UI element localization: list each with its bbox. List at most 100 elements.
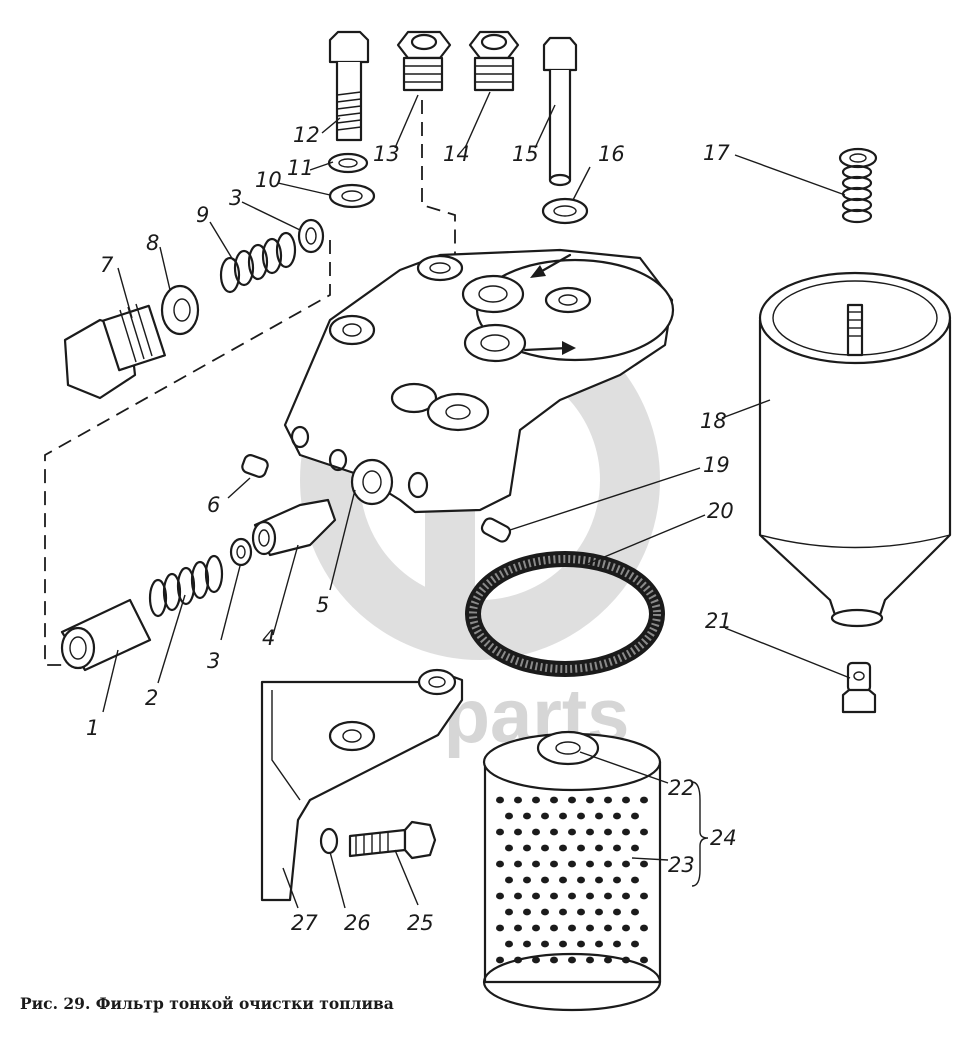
part-2-spring	[148, 554, 224, 618]
callout-4: 4	[262, 626, 275, 650]
part-4-valve	[251, 498, 337, 557]
perforation-hole	[496, 828, 504, 836]
perforation-hole	[514, 796, 522, 804]
callout-2: 2	[145, 686, 158, 710]
callout-15: 15	[512, 142, 539, 166]
perforation-hole	[559, 812, 567, 820]
part-1-sleeve	[60, 598, 152, 672]
part-9-spring	[219, 231, 297, 294]
perforation-hole	[559, 876, 567, 884]
perforation-hole	[613, 812, 621, 820]
part-19-screw	[480, 517, 512, 543]
callout-16: 16	[598, 142, 625, 166]
callout-21: 21	[705, 609, 732, 633]
perforation-hole	[496, 956, 504, 964]
perforation-hole	[604, 956, 612, 964]
perforation-hole	[514, 924, 522, 932]
perforation-hole	[640, 828, 648, 836]
perforation-hole	[523, 940, 531, 948]
perforation-hole	[568, 924, 576, 932]
perforation-hole	[523, 844, 531, 852]
perforation-hole	[568, 828, 576, 836]
perforation-hole	[550, 796, 558, 804]
perforation-hole	[568, 796, 576, 804]
perforation-hole	[505, 908, 513, 916]
perforation-hole	[622, 924, 630, 932]
perforation-hole	[541, 940, 549, 948]
perforation-hole	[505, 844, 513, 852]
perforation-hole	[496, 796, 504, 804]
perforation-hole	[586, 828, 594, 836]
perforation-hole	[559, 940, 567, 948]
perforation-hole	[541, 876, 549, 884]
part-20-gasket	[465, 551, 665, 677]
perforation-hole	[586, 892, 594, 900]
callout-3a: 3	[229, 186, 242, 210]
perforation-hole	[577, 940, 585, 948]
perforation-hole	[595, 940, 603, 948]
perforation-hole	[550, 924, 558, 932]
part-17-spring	[838, 147, 878, 224]
perforation-hole	[541, 812, 549, 820]
perforation-hole	[532, 828, 540, 836]
callout-20: 20	[707, 499, 734, 523]
figure-caption: Рис. 29. Фильтр тонкой очистки топлива	[20, 994, 394, 1013]
perforation-hole	[622, 956, 630, 964]
perforation-hole	[523, 908, 531, 916]
callout-1: 1	[86, 716, 99, 740]
callout-17: 17	[703, 141, 730, 165]
part-16-washer	[541, 197, 589, 225]
part-24-filter-element	[482, 730, 662, 1012]
callout-5: 5	[316, 593, 329, 617]
part-13-fitting	[396, 30, 452, 92]
callout-10: 10	[255, 168, 282, 192]
callout-6: 6	[207, 493, 220, 517]
perforation-hole	[505, 876, 513, 884]
filter-housing	[283, 248, 675, 514]
callout-25: 25	[407, 911, 434, 935]
perforation-hole	[631, 812, 639, 820]
part-7-plug	[63, 303, 166, 400]
part-26-washer	[319, 827, 339, 855]
perforation-hole	[559, 844, 567, 852]
perforation-hole	[613, 876, 621, 884]
perforation-hole	[631, 908, 639, 916]
perforation-hole	[604, 828, 612, 836]
perforation-hole	[541, 908, 549, 916]
callout-14: 14	[443, 142, 470, 166]
perforation-hole	[595, 844, 603, 852]
part-27-bracket	[260, 668, 464, 902]
part-25-bolt	[348, 820, 437, 860]
perforation-hole	[568, 956, 576, 964]
perforation-hole	[541, 844, 549, 852]
perforation-hole	[532, 860, 540, 868]
perforation-hole	[496, 860, 504, 868]
perforation-hole	[505, 940, 513, 948]
perforation-hole	[604, 924, 612, 932]
perforation-hole	[586, 924, 594, 932]
perforation-hole	[577, 812, 585, 820]
callout-7: 7	[100, 253, 114, 277]
perforation-hole	[613, 844, 621, 852]
perforation-hole	[604, 892, 612, 900]
perforation-hole	[604, 796, 612, 804]
perforation-hole	[568, 860, 576, 868]
perforation-hole	[532, 796, 540, 804]
perforation-hole	[640, 860, 648, 868]
callout-labels: 1 2 3 4 5 6 7 8 9 3 10 11 12 13 14 15 16…	[86, 123, 737, 935]
perforation-hole	[622, 860, 630, 868]
perforation-hole	[577, 876, 585, 884]
part-14-fitting	[468, 30, 520, 92]
perforation-hole	[595, 908, 603, 916]
perforation-hole	[550, 892, 558, 900]
part-8-washer	[160, 284, 200, 336]
part-3-washer-top	[297, 218, 325, 254]
perforation-hole	[577, 908, 585, 916]
assembly-line-fitting	[421, 100, 456, 420]
callout-8: 8	[146, 231, 159, 255]
callout-12: 12	[293, 123, 320, 147]
part-15-pin	[542, 36, 578, 187]
perforation-hole	[613, 940, 621, 948]
perforation-hole	[631, 940, 639, 948]
